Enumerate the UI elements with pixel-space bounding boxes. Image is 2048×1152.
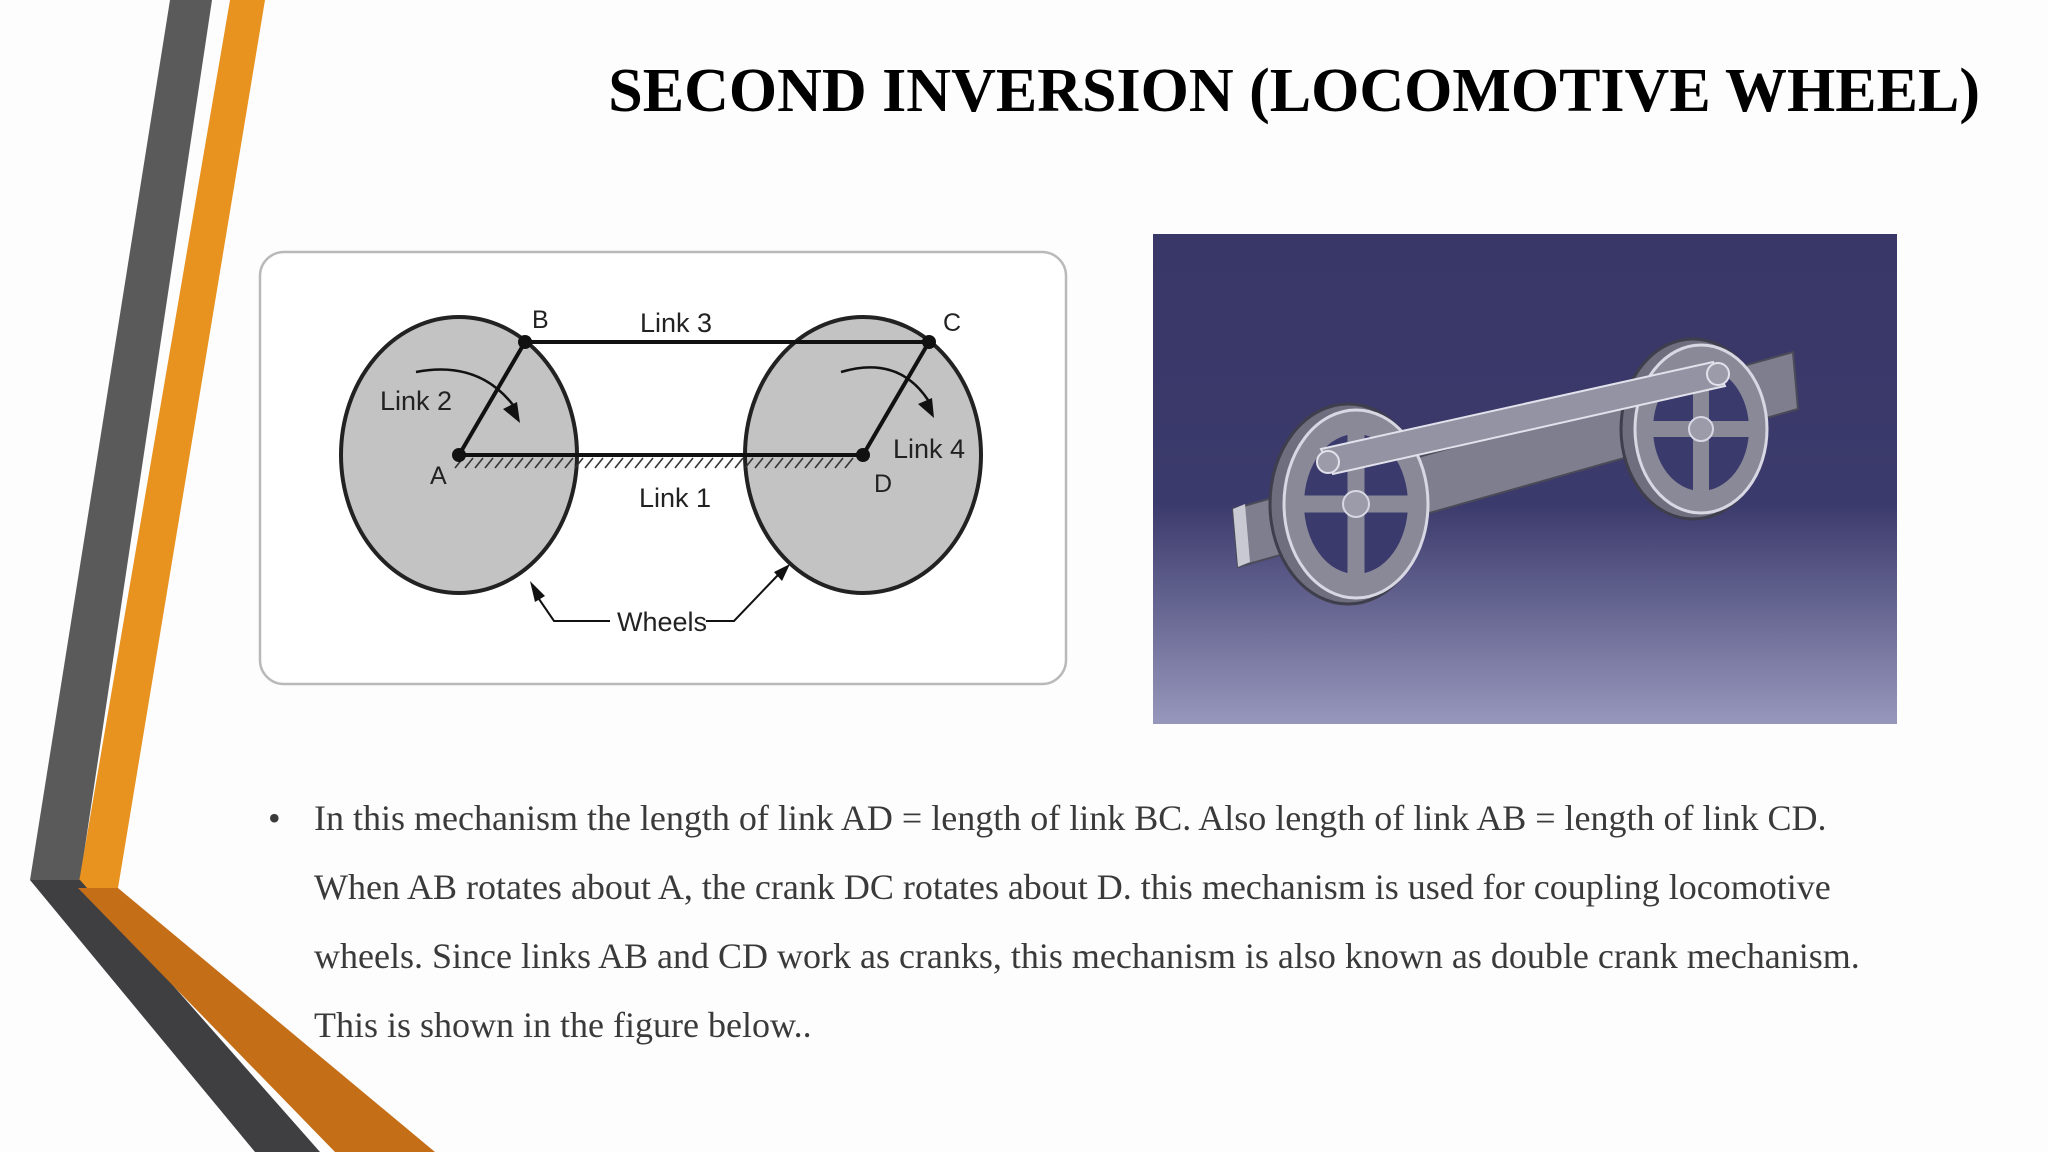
label-link-4: Link 4: [893, 434, 965, 464]
chassis-bar-face: [1233, 504, 1250, 567]
label-c: C: [943, 309, 961, 337]
slide-title: SECOND INVERSION (LOCOMOTIVE WHEEL): [608, 57, 1980, 125]
wheels-leader-left: [538, 598, 610, 622]
joint-c: [922, 335, 936, 349]
decor-band-orange-upper: [78, 0, 265, 888]
bullet-paragraph: In this mechanism the length of link AD …: [314, 798, 1860, 1045]
link-2-line: [457, 340, 527, 457]
label-b: B: [532, 306, 549, 334]
wheels-arrowhead-right-icon: [774, 564, 790, 581]
label-link-3: Link 3: [640, 308, 712, 338]
label-link-2: Link 2: [380, 386, 452, 416]
bullet-list: • In this mechanism the length of link A…: [268, 784, 1908, 1060]
mechanism-diagram: B C A D Link 3 Link 2 Link 4 Link 1 Whee…: [258, 250, 1068, 686]
wheels-arrowhead-left-icon: [530, 581, 545, 602]
locomotive-wheel-render: [1153, 234, 1897, 724]
rotation-arrow-right-icon: [840, 366, 930, 401]
bullet-item: • In this mechanism the length of link A…: [268, 784, 1908, 1060]
rotation-arrowhead-right-icon: [918, 398, 934, 418]
joint-b: [518, 335, 532, 349]
rotation-arrow-left-icon: [415, 368, 514, 406]
decor-band-gray-lower: [30, 880, 320, 1152]
pivot-a: [452, 448, 466, 462]
link-4-line: [861, 340, 931, 457]
crank-pin-rear: [1706, 362, 1730, 386]
ground-hatching: [454, 457, 854, 469]
crank-pin-front: [1316, 450, 1340, 474]
wheels-leader-right: [706, 574, 779, 622]
label-wheels: Wheels: [617, 607, 707, 637]
label-d: D: [874, 470, 892, 498]
decor-band-orange-lower: [78, 888, 435, 1152]
pivot-d: [856, 448, 870, 462]
bullet-marker: •: [268, 798, 281, 838]
decor-band-gray-upper: [30, 0, 212, 880]
rotation-arrowhead-left-icon: [503, 402, 520, 423]
label-a: A: [430, 462, 447, 490]
label-link-1: Link 1: [639, 483, 711, 513]
